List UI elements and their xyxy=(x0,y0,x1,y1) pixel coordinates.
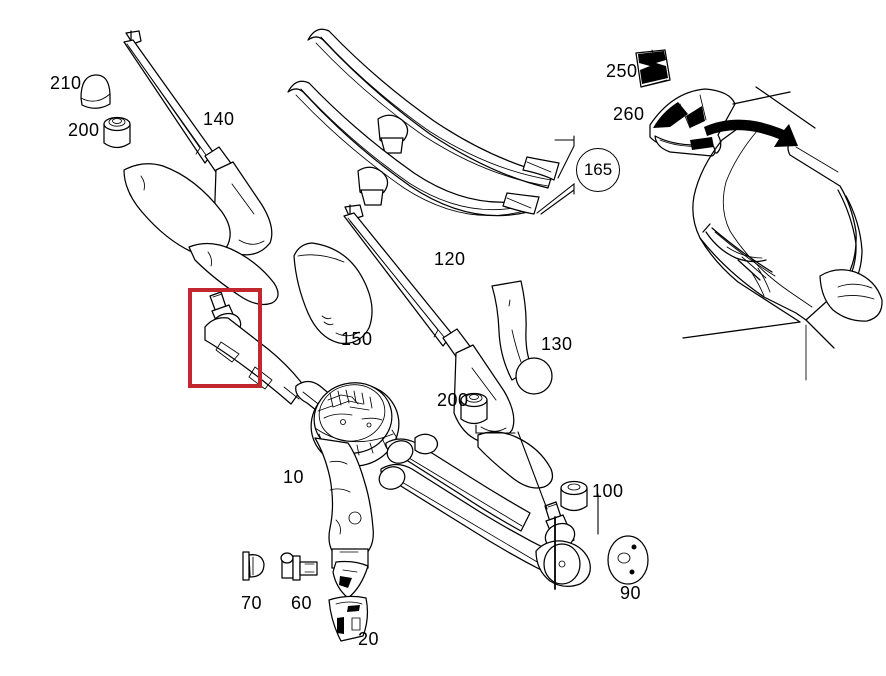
callout-200-upper[interactable]: 200 xyxy=(68,120,100,140)
part-90-cover-plate xyxy=(607,535,649,585)
part-130-arm-link xyxy=(491,280,553,395)
part-100-bushing xyxy=(560,480,599,535)
callout-100[interactable]: 100 xyxy=(592,481,624,501)
callout-260[interactable]: 260 xyxy=(613,104,645,124)
part-140-wiper-arm xyxy=(123,30,279,306)
callout-200-lower[interactable]: 200 xyxy=(437,390,469,410)
vehicle-windshield-body xyxy=(682,86,883,381)
part-165-wiper-blades xyxy=(287,28,575,217)
part-20-bracket xyxy=(328,595,369,642)
part-250-rain-sensor xyxy=(635,49,671,88)
part-70-plug xyxy=(242,551,265,581)
selected-part-highlight[interactable] xyxy=(188,288,262,388)
callout-20[interactable]: 20 xyxy=(358,629,380,649)
callout-165-circled[interactable]: 165 xyxy=(576,148,620,192)
callout-120[interactable]: 120 xyxy=(434,249,466,269)
callout-70[interactable]: 70 xyxy=(241,593,263,613)
callout-130[interactable]: 130 xyxy=(541,334,573,354)
callout-140[interactable]: 140 xyxy=(203,109,235,129)
callout-150[interactable]: 150 xyxy=(341,329,373,349)
callout-250[interactable]: 250 xyxy=(606,61,638,81)
part-210-cap xyxy=(80,74,111,109)
part-200-grommet-lower xyxy=(460,392,516,434)
callout-210[interactable]: 210 xyxy=(50,73,82,93)
callout-90[interactable]: 90 xyxy=(620,583,642,603)
part-150-arm-cover xyxy=(293,242,373,345)
part-60-bolt xyxy=(280,552,318,581)
callout-10[interactable]: 10 xyxy=(283,467,305,487)
part-200-grommet-upper xyxy=(103,116,131,149)
part-260-sensor-cover xyxy=(649,88,736,157)
part-10-motor-linkage-assembly xyxy=(204,291,591,599)
leader-lines xyxy=(517,431,548,510)
callout-60[interactable]: 60 xyxy=(291,593,313,613)
